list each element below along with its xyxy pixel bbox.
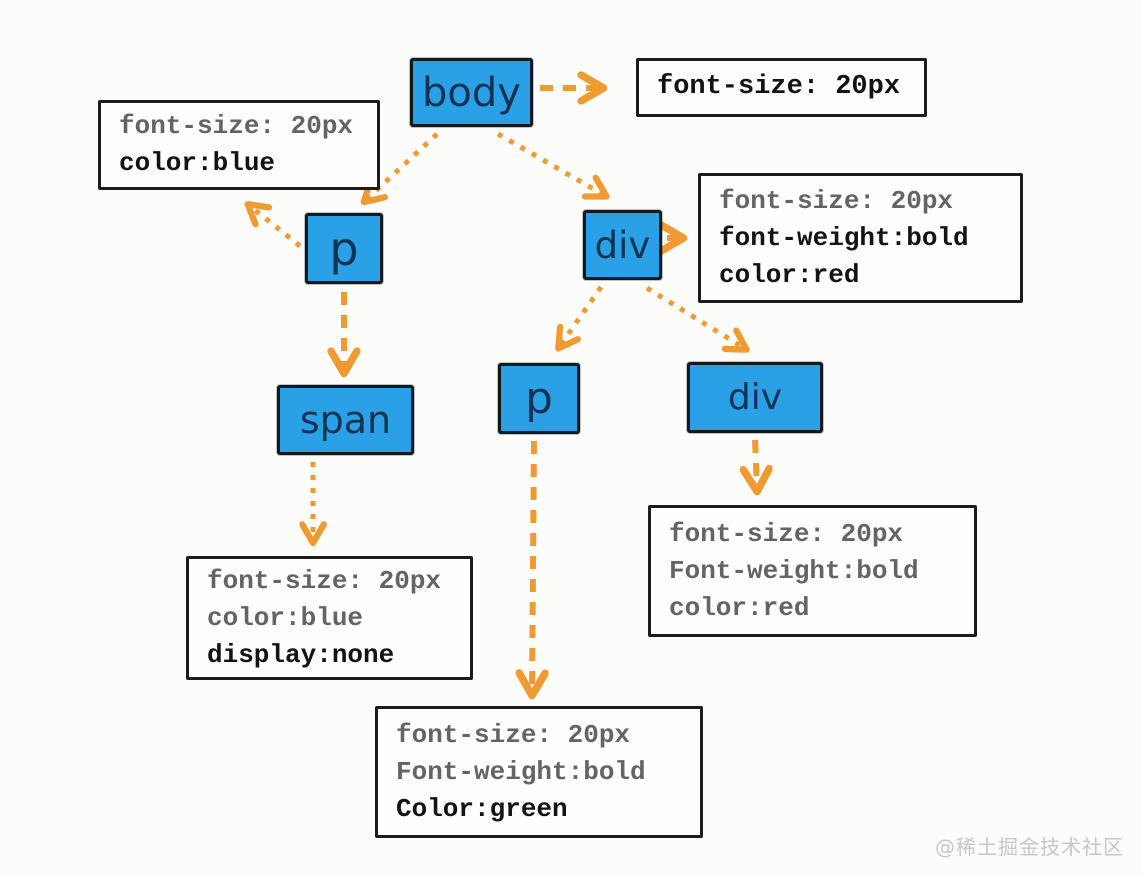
css-rule-line: font-size: 20px (669, 518, 904, 549)
node-span: span (277, 385, 414, 455)
style-box-div-lower: font-size: 20px Font-weight:bold color:r… (648, 505, 977, 637)
arrow-p2-to-p2-style (532, 440, 534, 692)
node-div-lower: div (687, 362, 823, 433)
style-box-body: font-size: 20px (636, 58, 927, 117)
css-rule-line: font-size: 20px (657, 72, 901, 102)
node-body: body (410, 58, 533, 127)
css-rule-line: color:red (669, 592, 810, 623)
css-rule-line: font-size: 20px (207, 565, 442, 596)
watermark: @稀土掘金技术社区 (935, 835, 1124, 859)
style-box-p-middle: font-size: 20px Font-weight:bold Color:g… (375, 706, 703, 838)
css-rule-line: font-weight:bold (719, 222, 969, 253)
arrow-div1-to-p2 (560, 285, 604, 346)
node-p-middle-label: p (525, 373, 553, 424)
node-p-left: p (305, 213, 383, 284)
css-rule-line: color:red (719, 259, 860, 290)
style-box-div-upper: font-size: 20px font-weight:bold color:r… (698, 173, 1023, 303)
node-div-lower-label: div (727, 377, 783, 418)
arrow-div2-to-div2-style (755, 439, 757, 488)
arrow-p1-to-p1-style (250, 206, 302, 248)
node-p-middle: p (498, 363, 580, 434)
css-rule-line: Font-weight:bold (669, 555, 919, 586)
node-span-label: span (299, 398, 392, 442)
css-rule-line: Font-weight:bold (396, 756, 646, 787)
style-box-p-left: font-size: 20px color:blue (98, 100, 380, 190)
css-rule-line: color:blue (119, 148, 276, 178)
css-rule-line: color:blue (207, 602, 364, 633)
arrow-body-to-div1 (496, 131, 604, 195)
css-rule-line: Color:green (396, 793, 568, 824)
node-div-upper: div (583, 210, 662, 280)
node-div-upper-label: div (594, 223, 651, 267)
css-rule-line: display:none (207, 639, 395, 670)
style-box-span: font-size: 20px color:blue display:none (186, 556, 473, 680)
node-p-left-label: p (329, 221, 359, 276)
css-rule-line: font-size: 20px (119, 111, 354, 141)
css-rule-line: font-size: 20px (719, 185, 954, 216)
node-body-label: body (422, 69, 521, 116)
css-rule-line: font-size: 20px (396, 719, 631, 750)
